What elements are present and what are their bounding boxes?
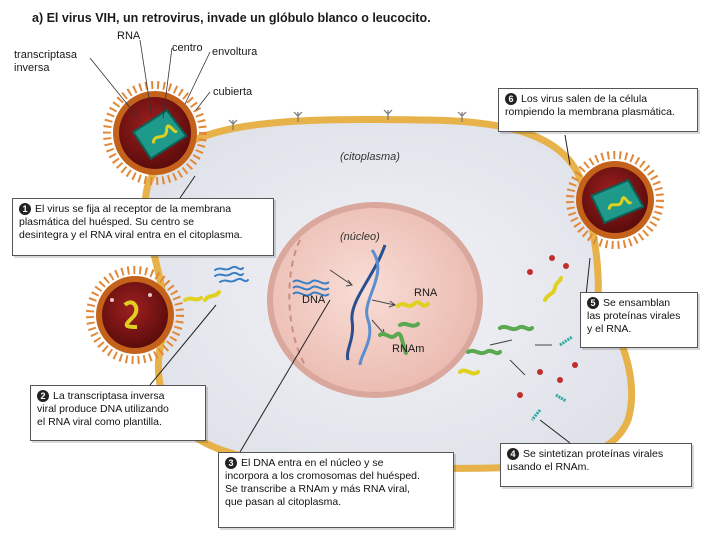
step-3-text-4: que pasan al citoplasma.	[225, 496, 342, 508]
step-6-text-1: Los virus salen de la célula	[521, 93, 648, 105]
cytoplasm-rna-strand	[458, 368, 480, 376]
step-5-box: 5 Se ensamblan las proteínas virales y el…	[580, 292, 698, 348]
step-2-text-3: el RNA viral como plantilla.	[37, 416, 162, 428]
host-chromosome	[345, 244, 387, 366]
cytoplasm-label: (citoplasma)	[340, 151, 400, 163]
step-4-number: 4	[507, 448, 519, 460]
nucleus-label: (núcleo)	[340, 231, 380, 243]
virus-budding	[566, 151, 664, 249]
dna-label: DNA	[302, 294, 326, 306]
step-3-box: 3 El DNA entra en el núcleo y se incorpor…	[218, 452, 454, 528]
step-2-number: 2	[37, 390, 49, 402]
step-2-text-2: viral produce DNA utilizando	[37, 403, 169, 415]
virus-uncoating	[86, 266, 184, 364]
viral-proteins	[530, 335, 573, 421]
cytoplasm-arrows	[489, 339, 552, 376]
step-2-text-1: La transcriptasa inversa	[53, 390, 165, 402]
step-1-text-2: plasmática del huésped. Su centro se	[19, 216, 195, 228]
step-3-text-3: Se transcribe a RNAm y más RNA viral,	[225, 483, 410, 495]
nucleus-rna	[396, 300, 430, 308]
virus-envelope-label: envoltura	[212, 46, 258, 58]
callout-pointers	[149, 134, 591, 453]
step-3-number: 3	[225, 457, 237, 469]
rna-nucleus-label: RNA	[414, 287, 438, 299]
virus-attached	[103, 81, 207, 185]
label-leader-lines	[89, 39, 211, 121]
virus-capsid-label: cubierta	[213, 86, 253, 98]
diagram-title: a) El virus VIH, un retrovirus, invade u…	[32, 11, 431, 25]
assembly-rna	[543, 276, 563, 302]
step-2-box: 2 La transcriptasa inversa viral produce …	[30, 385, 206, 441]
step-4-text-2: usando el RNAm.	[507, 461, 590, 473]
reverse-transcriptase-label-2: inversa	[14, 62, 50, 74]
step-5-text-2: las proteínas virales	[587, 310, 681, 322]
step-4-box: 4 Se sintetizan proteínas virales usando …	[500, 443, 692, 487]
ribosomes	[517, 255, 578, 398]
step-1-text-3: desintegra y el RNA viral entra en el ci…	[19, 229, 243, 241]
step-4-text-1: Se sintetizan proteínas virales	[523, 448, 664, 460]
virus-core-label: centro	[172, 42, 203, 54]
viral-dna-strand	[292, 279, 330, 297]
step-6-text-2: rompiendo la membrana plasmática.	[505, 106, 675, 118]
step-3-text-1: El DNA entra en el núcleo y se	[241, 457, 384, 469]
rnam-label: RNAm	[392, 343, 424, 355]
nucleus-mrna	[378, 331, 408, 355]
cytoplasm-mrna	[466, 324, 534, 356]
step-6-number: 6	[505, 93, 517, 105]
released-rna	[183, 265, 249, 302]
step-1-number: 1	[19, 203, 31, 215]
step-1-text-1: El virus se fija al receptor de la membr…	[35, 203, 232, 215]
nucleus	[267, 202, 483, 398]
step-5-text-1: Se ensamblan	[603, 297, 671, 309]
reverse-transcriptase-label-1: transcriptasa	[14, 49, 78, 61]
step-3-text-2: incorpora a los cromosomas del huésped.	[225, 470, 420, 482]
virus-rna-label: RNA	[117, 30, 141, 42]
step-5-number: 5	[587, 297, 599, 309]
step-5-text-3: y el RNA.	[587, 323, 632, 335]
step-1-box: 1 El virus se fija al receptor de la memb…	[12, 198, 274, 256]
step-6-box: 6 Los virus salen de la célula rompiendo …	[498, 88, 698, 132]
